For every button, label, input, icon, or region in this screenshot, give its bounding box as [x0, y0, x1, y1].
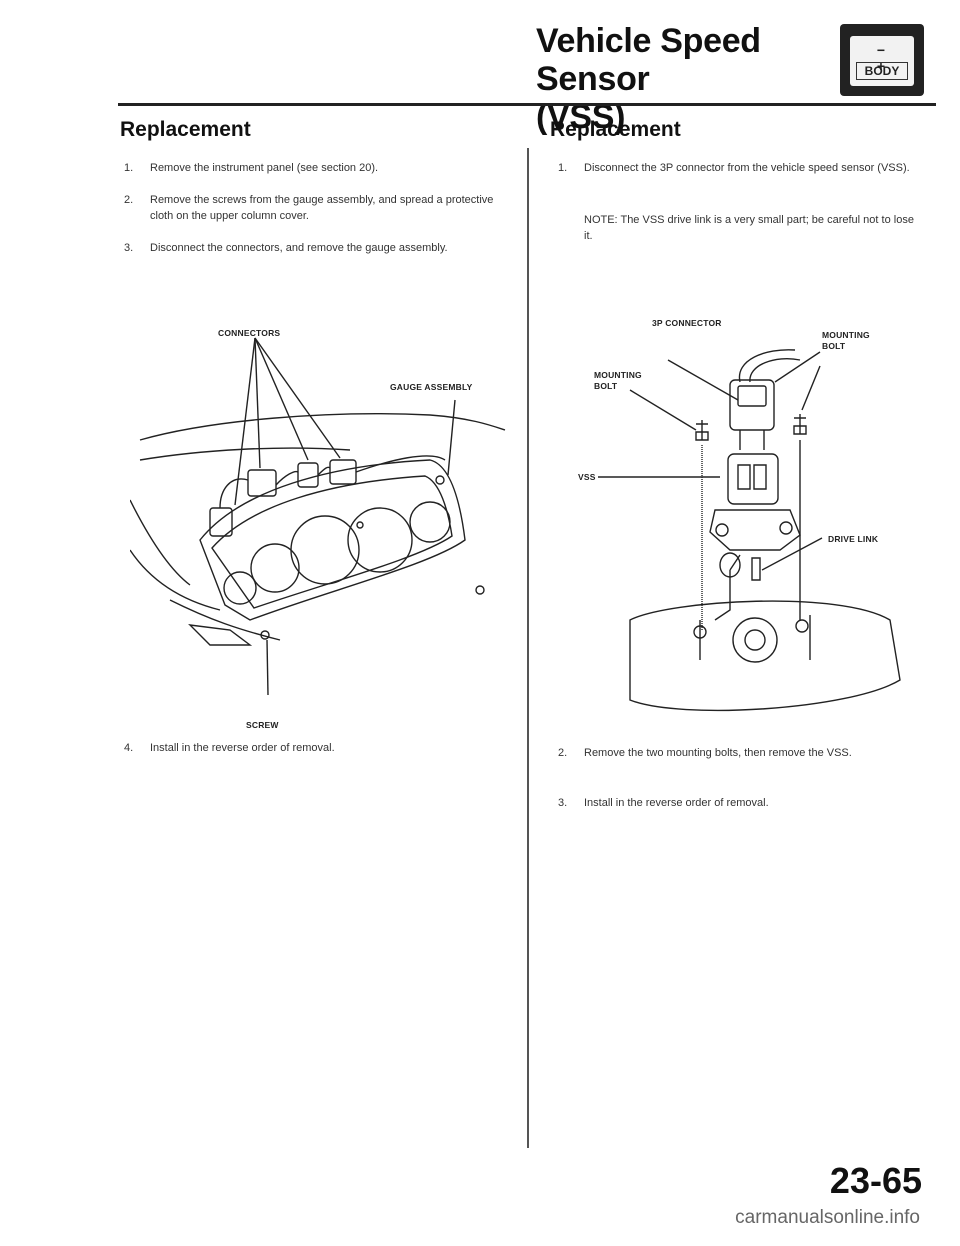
vss-diagram [590, 320, 920, 730]
left-section-heading: Replacement [120, 118, 251, 141]
step-number: 4. [124, 742, 134, 754]
right-step-3: 3. Install in the reverse order of remov… [558, 795, 928, 811]
step-text: Disconnect the 3P connector from the veh… [584, 162, 910, 174]
label-drive-link: DRIVE LINK [828, 534, 879, 544]
body-battery-icon: − + BODY [840, 24, 924, 96]
right-step-1: 1. Disconnect the 3P connector from the … [558, 160, 928, 176]
gauge-assembly-diagram [130, 300, 510, 720]
step-number: 3. [558, 797, 568, 809]
step-number: 1. [124, 162, 134, 174]
right-section-heading: Replacement [550, 118, 681, 141]
step-text: Install in the reverse order of removal. [150, 742, 335, 754]
label-vss: VSS [578, 472, 596, 482]
step-text: Remove the two mounting bolts, then remo… [584, 747, 852, 759]
badge-text: BODY [856, 62, 908, 80]
left-step-2: 2. Remove the screws from the gauge asse… [124, 192, 504, 224]
watermark: carmanualsonline.info [735, 1207, 920, 1228]
label-screw: SCREW [246, 720, 279, 730]
right-step-2: 2. Remove the two mounting bolts, then r… [558, 745, 928, 761]
label-connectors: CONNECTORS [218, 328, 281, 338]
step-text: Disconnect the connectors, and remove th… [150, 242, 448, 254]
label-gauge-assembly: GAUGE ASSEMBLY [390, 382, 473, 392]
header-rule [118, 103, 936, 106]
title-line-1: Vehicle Speed Sensor [536, 22, 761, 98]
column-divider [527, 148, 529, 1148]
left-step-3: 3. Disconnect the connectors, and remove… [124, 240, 504, 256]
badge-signs: − + [876, 42, 908, 74]
step-number: 1. [558, 162, 568, 174]
label-3p-connector: 3P CONNECTOR [652, 318, 722, 328]
step-number: 2. [124, 194, 134, 206]
step-number: 2. [558, 747, 568, 759]
page-title: Vehicle Speed Sensor (VSS) [536, 22, 810, 136]
page-number: 23-65 [829, 1160, 922, 1201]
note: NOTE: The VSS drive link is a very small… [584, 214, 914, 242]
left-step-4: 4. Install in the reverse order of remov… [124, 740, 504, 756]
left-step-1: 1. Remove the instrument panel (see sect… [124, 160, 504, 176]
step-text: Remove the instrument panel (see section… [150, 162, 379, 174]
label-mounting-bolt-right: MOUNTING BOLT [822, 330, 870, 351]
step-text: Remove the screws from the gauge assembl… [150, 194, 494, 222]
step-text: Install in the reverse order of removal. [584, 797, 769, 809]
label-mounting-bolt-left: MOUNTING BOLT [594, 370, 642, 391]
step-number: 3. [124, 242, 134, 254]
